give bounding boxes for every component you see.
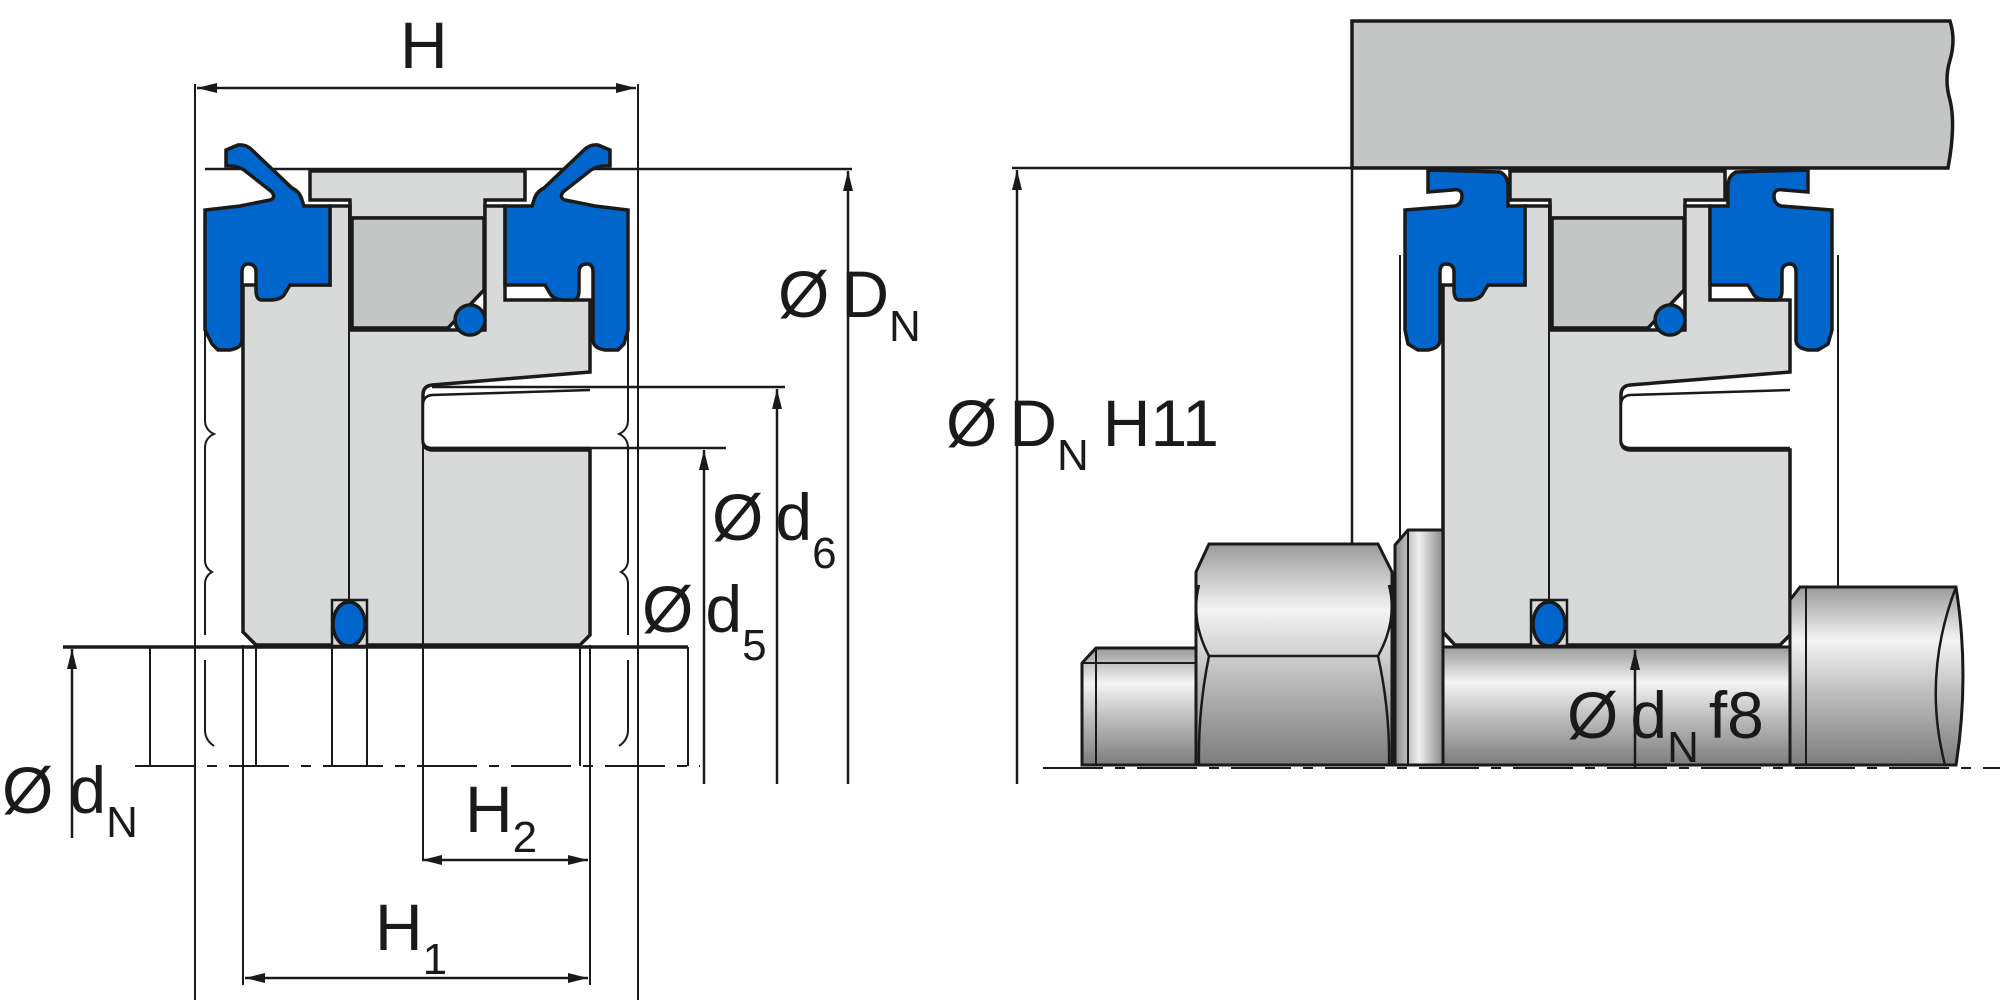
label-H2: H2 bbox=[465, 772, 537, 862]
radial-slot-right bbox=[1619, 388, 1791, 450]
o-ring-bottom bbox=[331, 600, 367, 648]
o-ring-top bbox=[453, 303, 487, 337]
hex-nut-faces bbox=[1194, 584, 1394, 766]
label-H1: H1 bbox=[375, 890, 447, 984]
rod-shoulder bbox=[1788, 585, 1965, 767]
label-H: H bbox=[400, 8, 448, 82]
groove-outline-left bbox=[194, 84, 639, 1000]
rod-end bbox=[1080, 646, 1198, 767]
rod-shoulder-face bbox=[1934, 586, 1958, 766]
o-ring-bottom-right bbox=[1531, 600, 1567, 648]
hex-nut bbox=[1194, 542, 1394, 767]
radial-slot bbox=[421, 388, 591, 450]
groove-left-wall bbox=[204, 255, 217, 747]
o-ring-top-right bbox=[1653, 303, 1687, 337]
seal-left-right-view bbox=[1403, 168, 1527, 352]
washer bbox=[1393, 528, 1445, 767]
seal-lip-left bbox=[203, 143, 332, 352]
groove-walls-right bbox=[1399, 255, 1839, 590]
guide-body-right bbox=[1441, 204, 1792, 647]
projection-lines bbox=[149, 645, 689, 985]
groove-right-wall bbox=[616, 255, 629, 747]
guide-body bbox=[241, 204, 592, 647]
seal-right-right-view bbox=[1708, 168, 1834, 352]
housing-bore bbox=[1350, 19, 1955, 170]
seal-lip-right bbox=[503, 143, 630, 352]
